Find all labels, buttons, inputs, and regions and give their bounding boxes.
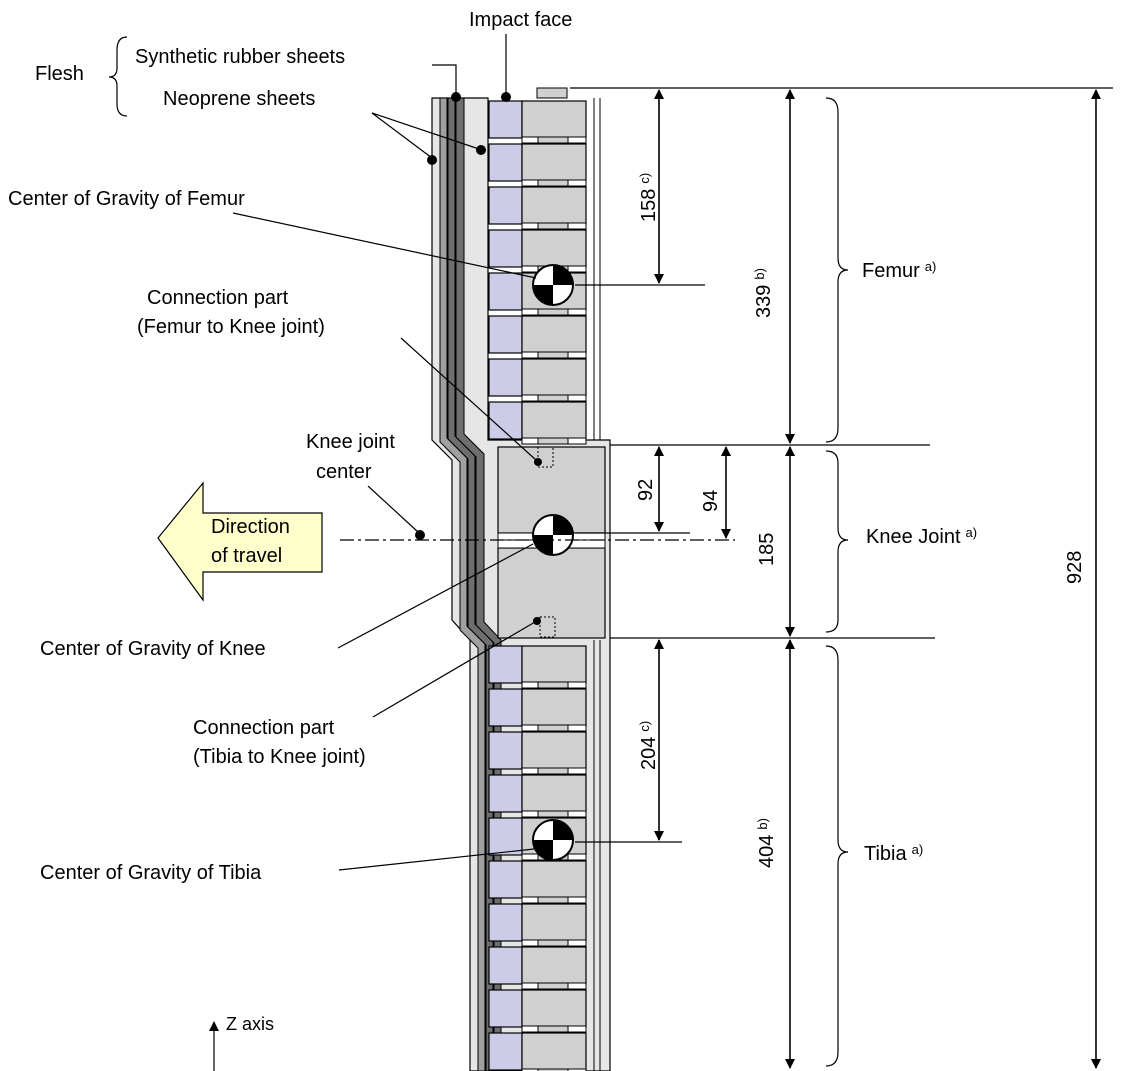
cg-femur-label: Center of Gravity of Femur [8, 188, 245, 210]
femur-brace [825, 97, 849, 443]
knee-brace [825, 450, 849, 633]
dim-femur-cg-value: 158c) [637, 173, 660, 222]
conn-femur-label-line2: (Femur to Knee joint) [137, 316, 325, 338]
dim-tibia-cg-value: 204c) [637, 721, 660, 770]
cg-knee-icon [532, 514, 574, 556]
conn-tibia-label-line2: (Tibia to Knee joint) [193, 746, 366, 768]
femur-block [488, 186, 587, 230]
dim-tibia-length-value: 404b) [755, 818, 778, 868]
z-axis-label: Z axis [226, 1014, 274, 1034]
femur-block [488, 229, 587, 273]
cg-tibia-icon [532, 819, 574, 861]
connection-part-tibia [539, 616, 556, 638]
dim-total-length-value: 928 [1064, 551, 1086, 584]
connection-part-femur [537, 446, 554, 468]
tibia-block [488, 1032, 587, 1071]
cg-tibia-label: Center of Gravity of Tibia [40, 862, 262, 884]
impact-face-cap [536, 87, 568, 99]
tibia-block [488, 860, 587, 904]
knee-lower-block [497, 547, 606, 639]
neoprene-label: Neoprene sheets [163, 88, 315, 110]
knee-center-label-line1: Knee joint [306, 431, 395, 453]
synthetic-rubber-label: Synthetic rubber sheets [135, 46, 345, 68]
tibia-block [488, 946, 587, 990]
cg-knee-label: Center of Gravity of Knee [40, 638, 266, 660]
conn-femur-label-line1: Connection part [147, 287, 289, 309]
tibia-block [488, 903, 587, 947]
tibia-block [488, 688, 587, 732]
knee-center-label-line2: center [316, 461, 372, 483]
tibia-block [488, 645, 587, 689]
dim-knee-94-value: 94 [700, 490, 722, 512]
tibia-block [488, 989, 587, 1033]
cg-femur-icon [532, 264, 574, 306]
femur-block [488, 143, 587, 187]
rubber-sheet [455, 97, 502, 1071]
flesh-brace [108, 36, 128, 117]
femur-block [488, 100, 587, 144]
conn-tibia-label-line1: Connection part [193, 717, 335, 739]
femur-block [488, 358, 587, 402]
neoprene-sheet-outer [439, 97, 486, 1071]
direction-label-line2: of travel [211, 545, 282, 567]
flesh-label: Flesh [35, 63, 84, 85]
tibia-segment [488, 645, 587, 1071]
neoprene-sheet-inner [447, 97, 494, 1071]
dim-knee-92-value: 92 [635, 479, 657, 501]
femur-block [488, 315, 587, 359]
direction-arrow-icon [157, 481, 323, 602]
dimension-arrows [654, 89, 1101, 1069]
impact-face-label: Impact face [469, 9, 572, 31]
reference-lines [570, 87, 1113, 843]
dim-knee-length-value: 185 [756, 533, 778, 566]
rear-sheet-lines [593, 98, 601, 1071]
dim-femur-length-value: 339b) [752, 268, 775, 318]
tibia-brace [825, 645, 849, 1067]
direction-label-line1: Direction [211, 516, 290, 538]
femur-block [488, 401, 587, 445]
tibia-block [488, 774, 587, 818]
tibia-block [488, 731, 587, 775]
